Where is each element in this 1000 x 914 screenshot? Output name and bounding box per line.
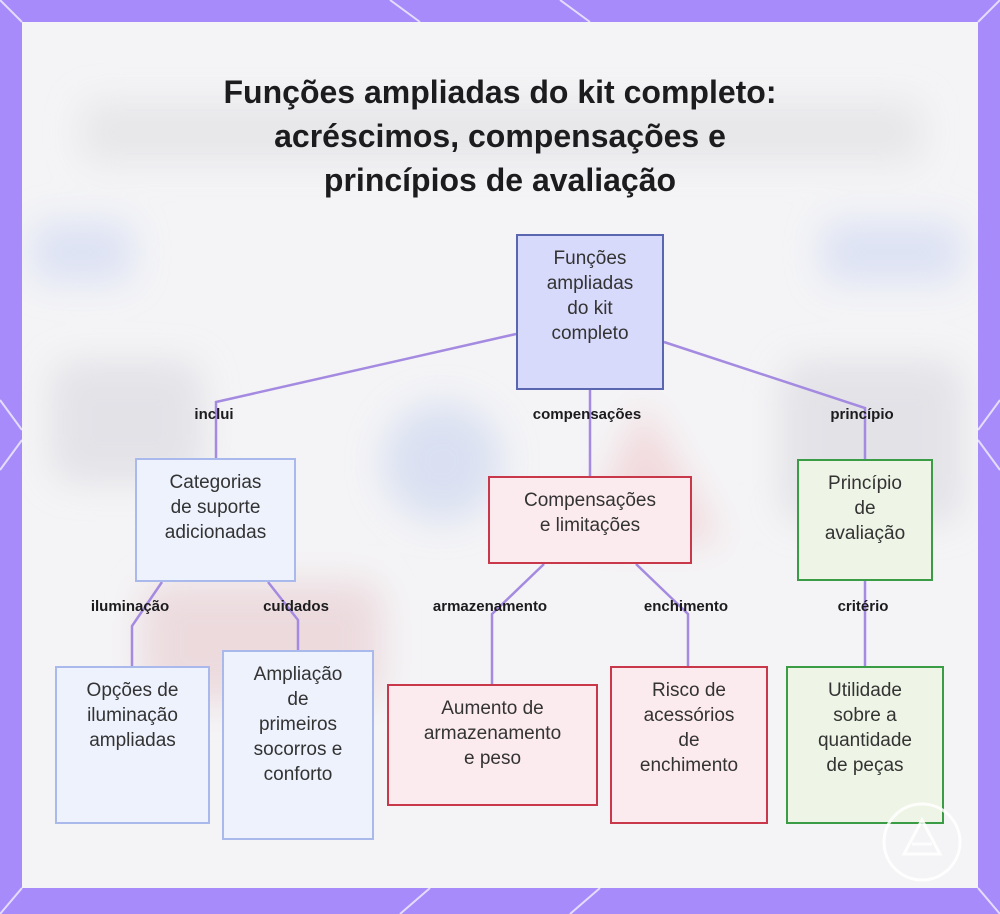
node-text-line: Compensações <box>523 490 657 511</box>
edge-label-criterio: critério <box>837 598 889 615</box>
edge-label-iluminacao: iluminação <box>90 598 170 615</box>
node-text-line: de <box>854 498 876 519</box>
node-text-line: do kit <box>567 298 613 319</box>
edge-label-compensacoes: compensações <box>532 406 642 423</box>
node-text-line: de peças <box>826 755 904 776</box>
node-text-line: e peso <box>463 748 522 769</box>
edge-categorias-primeiros <box>267 581 300 650</box>
node-text-line: completo <box>551 323 629 344</box>
node-text-line: adicionadas <box>164 522 267 543</box>
node-text-line: enchimento <box>639 755 739 776</box>
node-text-line: Risco de <box>652 680 726 701</box>
node-text-line: Opções de <box>86 680 179 701</box>
node-text-line: primeiros <box>258 714 338 735</box>
title-line: Funções ampliadas do kit completo: <box>223 74 777 110</box>
edge-label-inclui: inclui <box>194 406 234 423</box>
node-text-line: Princípio <box>828 473 902 494</box>
node-text-line: Utilidade <box>828 680 902 701</box>
node-text-line: iluminação <box>87 705 178 726</box>
node-text-line: ampliadas <box>546 273 634 294</box>
node-root: Funções ampliadas do kit completo <box>516 234 664 390</box>
node-text-line: ampliadas <box>89 730 176 751</box>
node-text-line: socorros e <box>253 739 343 760</box>
node-utilidade: Utilidade sobre a quantidade de peças <box>786 666 944 824</box>
node-text-line: Funções <box>553 248 627 269</box>
node-text-line: sobre a <box>833 705 897 726</box>
node-compensacoes: Compensações e limitações <box>488 476 692 564</box>
edge-compensacoes-armazenamento <box>490 563 545 684</box>
node-text-line: avaliação <box>824 523 906 544</box>
edge-label-enchimento: enchimento <box>643 598 729 615</box>
node-text-line: Aumento de <box>441 698 544 719</box>
node-primeiros-socorros: Ampliação de primeiros socorros e confor… <box>222 650 374 840</box>
edge-compensacoes-enchimento <box>635 563 690 666</box>
node-enchimento: Risco de acessórios de enchimento <box>610 666 768 824</box>
edge-root-categorias <box>214 332 517 458</box>
watermark-logo-icon <box>882 802 962 882</box>
node-text-line: conforto <box>263 764 333 785</box>
node-iluminacao: Opções de iluminação ampliadas <box>55 666 210 824</box>
edge-label-armazenamento: armazenamento <box>432 598 548 615</box>
node-principio: Princípio de avaliação <box>797 459 933 581</box>
node-text-line: Ampliação <box>253 664 343 685</box>
node-armazenamento: Aumento de armazenamento e peso <box>387 684 598 806</box>
title-line: princípios de avaliação <box>323 162 677 198</box>
edge-label-principio: princípio <box>830 406 894 423</box>
edge-categorias-iluminacao <box>130 581 164 666</box>
title-line: acréscimos, compensações e <box>274 118 726 154</box>
node-text-line: e limitações <box>539 515 641 536</box>
node-text-line: acessórios <box>643 705 735 726</box>
node-text-line: de <box>678 730 700 751</box>
edge-root-principio <box>663 340 867 460</box>
diagram-title: Funções ampliadas do kit completo: acrés… <box>22 70 978 202</box>
node-text-line: armazenamento <box>423 723 562 744</box>
node-text-line: Categorias <box>169 472 262 493</box>
node-text-line: quantidade <box>817 730 913 751</box>
node-text-line: de <box>287 689 309 710</box>
edge-label-cuidados: cuidados <box>263 598 329 615</box>
node-text-line: de suporte <box>170 497 261 518</box>
node-categorias: Categorias de suporte adicionadas <box>135 458 296 582</box>
